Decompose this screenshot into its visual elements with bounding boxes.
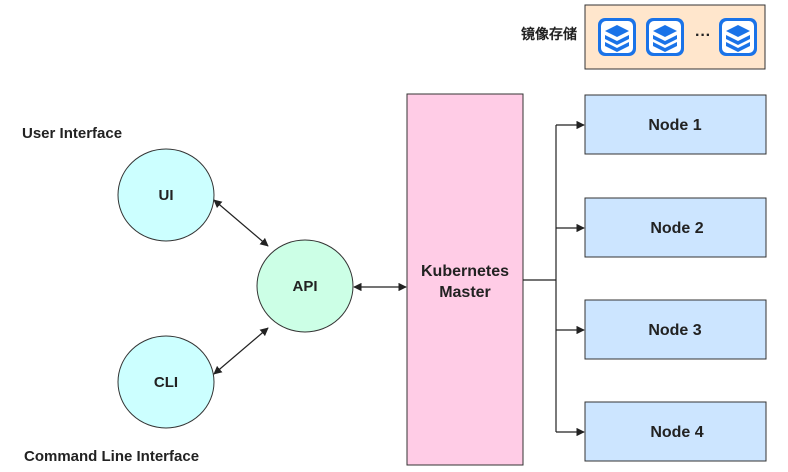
master-label-line1: Kubernetes: [421, 263, 509, 280]
command-line-interface-label: Command Line Interface: [24, 448, 199, 465]
image-stack-icon: [719, 18, 757, 56]
cli-node-label: CLI: [154, 374, 178, 391]
ui-node[interactable]: UI: [117, 148, 215, 242]
node-1[interactable]: Node 1: [584, 94, 767, 155]
kubernetes-master[interactable]: Kubernetes Master: [406, 93, 524, 466]
image-stack-icon: [646, 18, 684, 56]
master-node-bus: [523, 120, 585, 437]
node-2-label: Node 2: [650, 220, 703, 237]
user-interface-label: User Interface: [22, 125, 122, 142]
ui-api-connector: [213, 199, 269, 247]
node-3-label: Node 3: [648, 322, 701, 339]
image-registry: 镜像存储 ···: [521, 4, 766, 70]
node-2[interactable]: Node 2: [584, 197, 767, 258]
api-node-label: API: [292, 278, 317, 295]
ellipsis-text: ···: [695, 27, 711, 44]
image-stack-icon: [598, 18, 636, 56]
node-3[interactable]: Node 3: [584, 299, 767, 360]
node-1-label: Node 1: [648, 117, 701, 134]
cli-api-connector: [213, 327, 269, 375]
image-registry-label: 镜像存储: [521, 26, 577, 43]
ui-node-label: UI: [159, 187, 174, 204]
master-label-line2: Master: [439, 284, 491, 301]
node-4[interactable]: Node 4: [584, 401, 767, 462]
node-4-label: Node 4: [650, 424, 703, 441]
api-node[interactable]: API: [256, 239, 354, 333]
cli-node[interactable]: CLI: [117, 335, 215, 429]
